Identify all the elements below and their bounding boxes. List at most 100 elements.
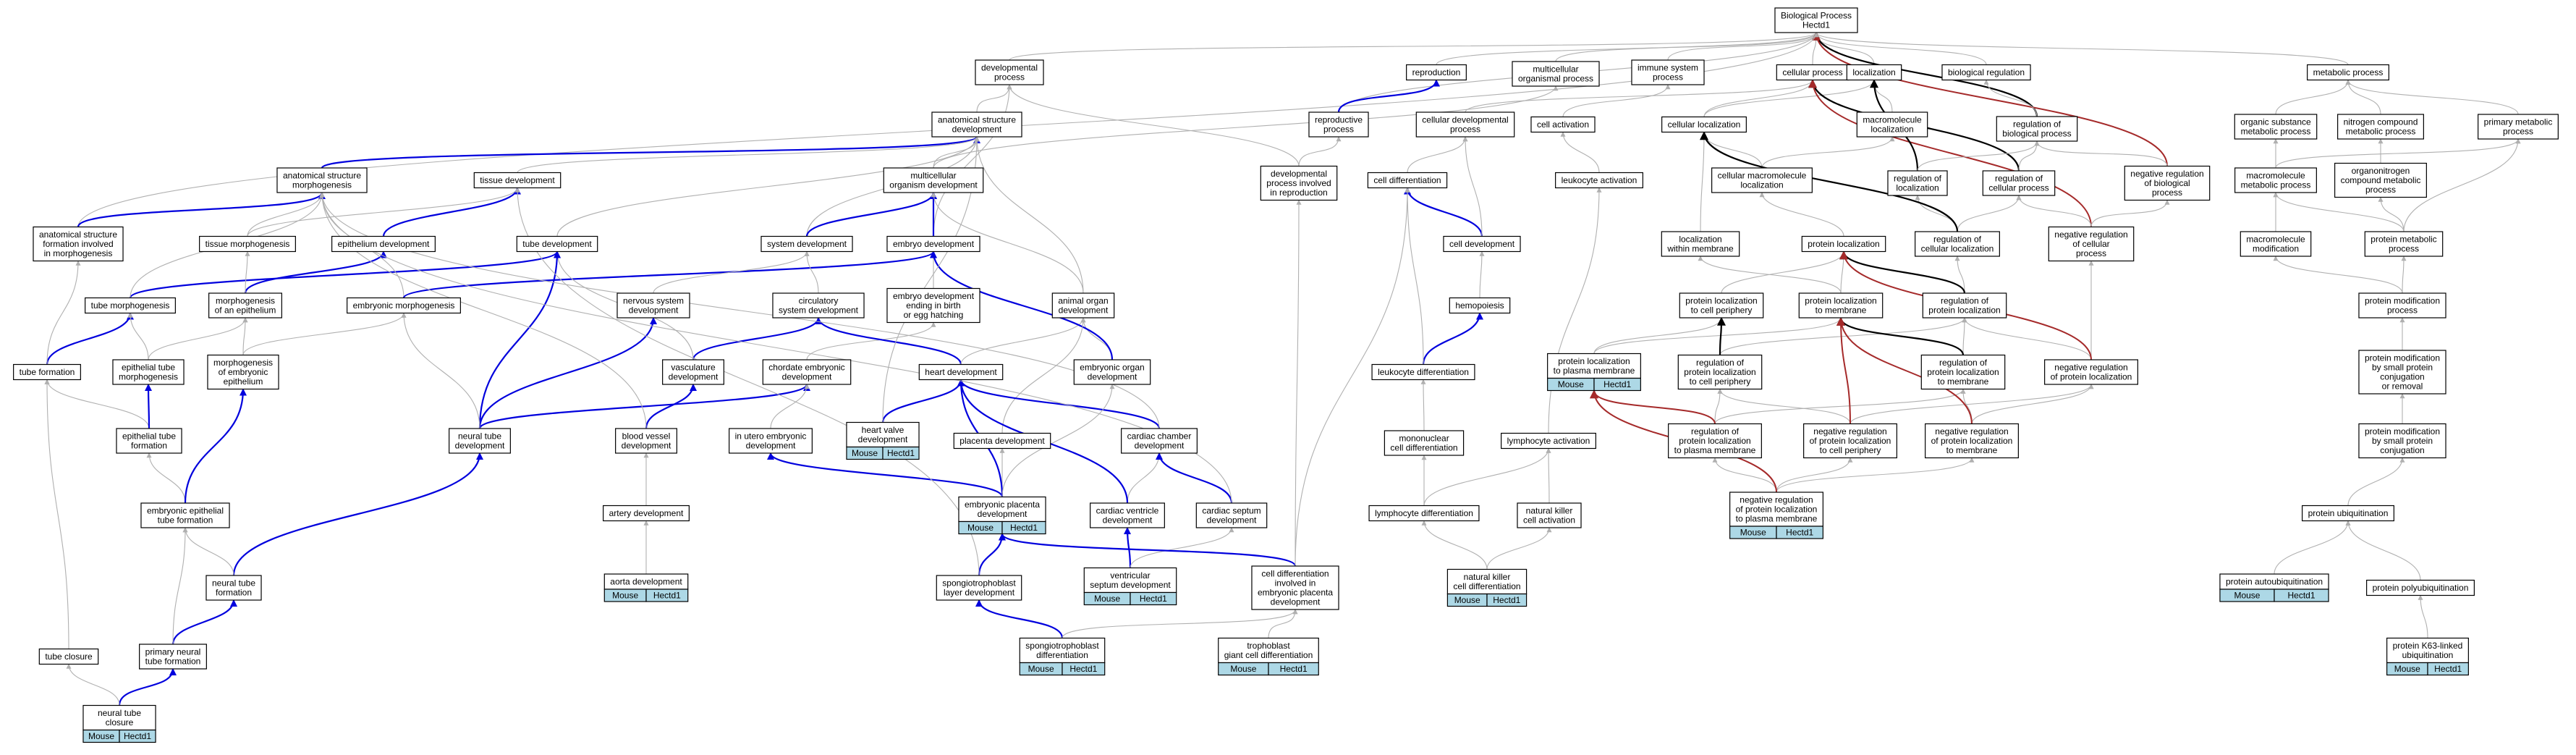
term-node-lymphdiff[interactable]: lymphocyte differentiation (1368, 505, 1480, 522)
term-node-arterydev[interactable]: artery development (603, 505, 690, 522)
term-node-hemopoiesis[interactable]: hemopoiesis (1449, 297, 1511, 314)
term-node-tubedev[interactable]: tube development (516, 235, 598, 253)
term-node-metab[interactable]: metabolic process (2307, 64, 2389, 81)
term-node-tubeform[interactable]: tube formation (13, 363, 81, 381)
term-node-cellproc[interactable]: cellular process (1776, 64, 1850, 81)
term-node-protloc[interactable]: protein localization (1801, 235, 1886, 253)
term-node-tissuemorph[interactable]: tissue morphogenesis (199, 235, 296, 253)
term-node-tubeclosure[interactable]: tube closure (38, 648, 99, 665)
term-node-cellloc[interactable]: cellular localization (1661, 116, 1747, 133)
term-node-bioreg[interactable]: biological regulation (1941, 64, 2031, 81)
term-node-tissuedev[interactable]: tissue development (473, 172, 562, 189)
term-node-protubiq[interactable]: protein ubiquitination (2302, 505, 2394, 522)
term-node-heartdev[interactable]: heart development (918, 363, 1004, 381)
term-node-embryodev[interactable]: embryo development (886, 235, 980, 253)
term-node-leukdiff[interactable]: leukocyte differentiation (1371, 363, 1475, 381)
term-node-tubemorph[interactable]: tube morphogenesis (85, 297, 176, 314)
term-node-embmorph[interactable]: embryonic morphogenesis (347, 297, 461, 314)
term-node-celldev[interactable]: cell development (1443, 235, 1521, 253)
term-node-reproduction[interactable]: reproduction (1406, 64, 1467, 81)
term-node-protpolyubiq[interactable]: protein polyubiquitination (2366, 579, 2475, 596)
term-node-sysdev[interactable]: system development (760, 235, 853, 253)
term-node-celldiff[interactable]: cell differentiation (1367, 172, 1448, 189)
term-node-epidev[interactable]: epithelium development (331, 235, 436, 253)
term-node-localization[interactable]: localization (1846, 64, 1902, 81)
term-node-placdev[interactable]: placenta development (953, 432, 1051, 450)
term-node-cellact[interactable]: cell activation (1530, 116, 1596, 133)
term-node-lymphact[interactable]: lymphocyte activation (1501, 432, 1596, 450)
